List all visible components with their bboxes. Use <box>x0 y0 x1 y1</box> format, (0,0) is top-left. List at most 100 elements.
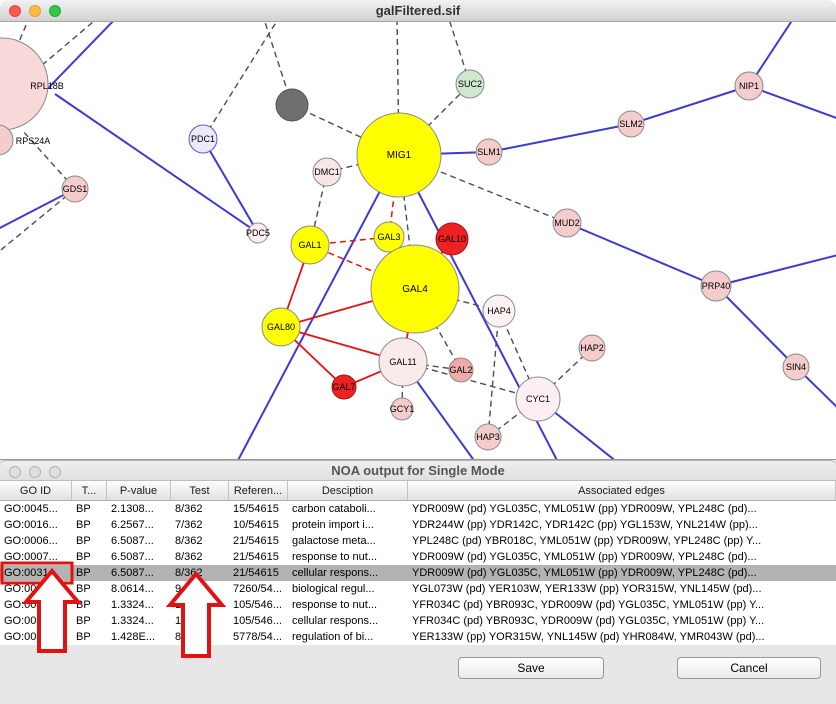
table-cell: 1.3324... <box>107 613 171 629</box>
node-label-gal1: GAL1 <box>298 240 321 250</box>
close-button-icon[interactable] <box>9 466 21 478</box>
table-cell: YDR244W (pp) YDR142C, YDR142C (pp) YGL15… <box>408 517 836 533</box>
noa-window-titlebar: NOA output for Single Mode <box>0 460 836 481</box>
node-label-rps24a: RPS24A <box>16 136 51 146</box>
window-controls <box>9 5 61 17</box>
zoom-button-icon[interactable] <box>49 466 61 478</box>
node-label-gal2: GAL2 <box>449 365 472 375</box>
graph-edge[interactable] <box>631 86 749 124</box>
graph-edge[interactable] <box>55 94 258 233</box>
column-header-3[interactable]: Test <box>171 481 229 500</box>
node-label-rpl18b: RPL18B <box>30 81 64 91</box>
cancel-button[interactable]: Cancel <box>677 657 821 679</box>
network-canvas[interactable]: RPL18BRPS24AGDS1PDC1DMC1MIG1SUC2SLM1SLM2… <box>0 22 836 460</box>
table-cell: cellular respons... <box>288 613 408 629</box>
table-cell: GO:0031... <box>0 613 72 629</box>
table-row[interactable]: GO:0031...BP6.5087...8/36221/54615cellul… <box>0 565 836 581</box>
node-label-gal10: GAL10 <box>438 234 466 244</box>
network-svg[interactable]: RPL18BRPS24AGDS1PDC1DMC1MIG1SUC2SLM1SLM2… <box>0 22 836 459</box>
table-cell: GO:0045... <box>0 501 72 517</box>
column-header-1[interactable]: T... <box>72 481 107 500</box>
node-label-gal80: GAL80 <box>267 322 295 332</box>
minimize-button-icon[interactable] <box>29 466 41 478</box>
table-cell: GO:0006... <box>0 533 72 549</box>
table-cell: 105/546... <box>229 613 288 629</box>
graph-edge[interactable] <box>716 254 836 286</box>
node-label-hap3: HAP3 <box>476 432 500 442</box>
table-cell: 21/54615 <box>229 565 288 581</box>
noa-output-window: NOA output for Single Mode GO IDT...P-va… <box>0 460 836 704</box>
minimize-button-icon[interactable] <box>29 5 41 17</box>
table-cell: carbon cataboli... <box>288 501 408 517</box>
table-row[interactable]: GO:0031...BP1.3324...14/362105/546...cel… <box>0 613 836 629</box>
table-cell: protein import i... <box>288 517 408 533</box>
node-label-hap2: HAP2 <box>580 343 604 353</box>
column-header-4[interactable]: Referen... <box>229 481 288 500</box>
table-cell: YFR034C (pd) YBR093C, YDR009W (pd) YGL03… <box>408 613 836 629</box>
table-cell: YDR009W (pd) YGL035C, YML051W (pp) YDR00… <box>408 565 836 581</box>
table-cell: 8/362 <box>171 565 229 581</box>
table-cell: 6.5087... <box>107 565 171 581</box>
table-row[interactable]: GO:0031...BP1.3324...14/362105/546...res… <box>0 597 836 613</box>
column-header-0[interactable]: GO ID <box>0 481 72 500</box>
table-cell: 7260/54... <box>229 581 288 597</box>
column-header-2[interactable]: P-value <box>107 481 171 500</box>
table-cell: 10/54615 <box>229 517 288 533</box>
zoom-button-icon[interactable] <box>49 5 61 17</box>
table-row[interactable]: GO:0007...BP6.5087...8/36221/54615respon… <box>0 549 836 565</box>
close-button-icon[interactable] <box>9 5 21 17</box>
graph-node-dark[interactable] <box>276 89 308 121</box>
table-cell: GO:0031... <box>0 597 72 613</box>
table-cell: 7/362 <box>171 517 229 533</box>
table-cell: 6.5087... <box>107 549 171 565</box>
table-cell: BP <box>72 629 107 645</box>
table-cell: response to nut... <box>288 597 408 613</box>
table-cell: 14/362 <box>171 613 229 629</box>
column-header-6[interactable]: Associated edges <box>408 481 836 500</box>
table-cell: 8/362 <box>171 533 229 549</box>
table-cell: 8/362 <box>171 549 229 565</box>
graph-edge[interactable] <box>203 139 258 233</box>
table-cell: YDR009W (pd) YGL035C, YML051W (pp) YDR00… <box>408 501 836 517</box>
graph-edge[interactable] <box>489 124 631 152</box>
table-cell: 15/54615 <box>229 501 288 517</box>
table-cell: regulation of bi... <box>288 629 408 645</box>
node-label-sin4: SIN4 <box>786 362 806 372</box>
node-label-gal3: GAL3 <box>377 232 400 242</box>
table-cell: 1.3324... <box>107 597 171 613</box>
table-cell: 94/362 <box>171 581 229 597</box>
graph-edge[interactable] <box>716 286 796 367</box>
table-cell: YER133W (pp) YOR315W, YNL145W (pd) YHR08… <box>408 629 836 645</box>
table-cell: BP <box>72 501 107 517</box>
table-cell: 5778/54... <box>229 629 288 645</box>
table-cell: YPL248C (pd) YBR018C, YML051W (pp) YDR00… <box>408 533 836 549</box>
table-cell: response to nut... <box>288 549 408 565</box>
table-cell: 8.0614... <box>107 581 171 597</box>
table-cell: 6.5087... <box>107 533 171 549</box>
table-cell: 80/362 <box>171 629 229 645</box>
column-header-5[interactable]: Desciption <box>288 481 408 500</box>
table-cell: 6.2567... <box>107 517 171 533</box>
node-label-gal7: GAL7 <box>332 382 355 392</box>
table-row[interactable]: GO:0050...BP1.428E...80/3625778/54...reg… <box>0 629 836 645</box>
table-cell: GO:0065... <box>0 581 72 597</box>
table-row[interactable]: GO:0006...BP6.5087...8/36221/54615galact… <box>0 533 836 549</box>
table-row[interactable]: GO:0016...BP6.2567...7/36210/54615protei… <box>0 517 836 533</box>
table-row[interactable]: GO:0065...BP8.0614...94/3627260/54...bio… <box>0 581 836 597</box>
table-cell: 1.428E... <box>107 629 171 645</box>
save-button[interactable]: Save <box>458 657 604 679</box>
node-label-gal11: GAL11 <box>389 357 416 367</box>
table-cell: GO:0031... <box>0 565 72 581</box>
table-cell: YDR009W (pd) YGL035C, YML051W (pp) YDR00… <box>408 549 836 565</box>
node-label-mig1: MIG1 <box>387 150 412 161</box>
table-cell: galactose meta... <box>288 533 408 549</box>
window-title: NOA output for Single Mode <box>331 463 505 478</box>
table-cell: BP <box>72 581 107 597</box>
window-title: galFiltered.sif <box>376 3 461 18</box>
table-row[interactable]: GO:0045...BP2.1308...8/36215/54615carbon… <box>0 501 836 517</box>
graph-edge[interactable] <box>567 223 716 286</box>
node-label-mud2: MUD2 <box>554 218 580 228</box>
node-label-slm1: SLM1 <box>477 147 501 157</box>
graph-edge[interactable] <box>203 22 280 139</box>
